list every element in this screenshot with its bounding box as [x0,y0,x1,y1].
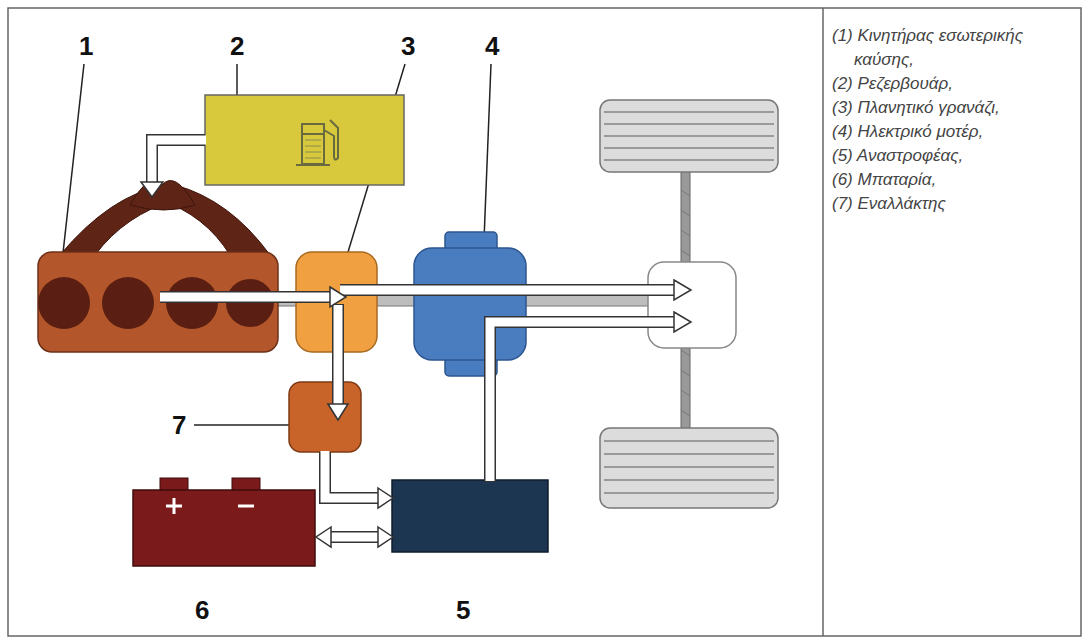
alternator [289,382,361,452]
callout-number: 5 [456,597,470,623]
inverter [392,480,548,552]
intake-manifold [60,181,270,256]
arrow-heads [141,182,691,547]
differential [648,262,736,348]
battery [133,478,315,566]
leader-lines [62,64,491,425]
key-entry: (5) Αναστροφέας, [832,144,1076,168]
key-entry: (2) Ρεζερβουάρ, [832,72,1076,96]
flow-arrows-outline [152,140,674,537]
key-entry: (3) Πλανητικό γρανάζι, [832,96,1076,120]
key-entry: (7) Εναλλάκτης [832,192,1076,216]
key-entry: (6) Μπαταρία, [832,168,1076,192]
flow-arrows [152,140,676,537]
key-list: (1) Κινητήρας εσωτερικής καύσης,(2) Ρεζε… [832,24,1076,216]
key-entry: (4) Ηλεκτρικό μοτέρ, [832,120,1076,144]
callout-number: 3 [401,33,415,59]
fuel-tank [205,95,404,185]
callout-number: 7 [172,412,186,438]
divider [822,8,824,636]
callout-number: 6 [195,597,209,623]
key-entry: (1) Κινητήρας εσωτερικής καύσης, [832,24,1076,72]
electric-motor [414,232,526,376]
frame [8,8,1081,636]
callout-number: 2 [230,33,244,59]
callout-number: 4 [485,33,499,59]
callout-number: 1 [79,33,93,59]
